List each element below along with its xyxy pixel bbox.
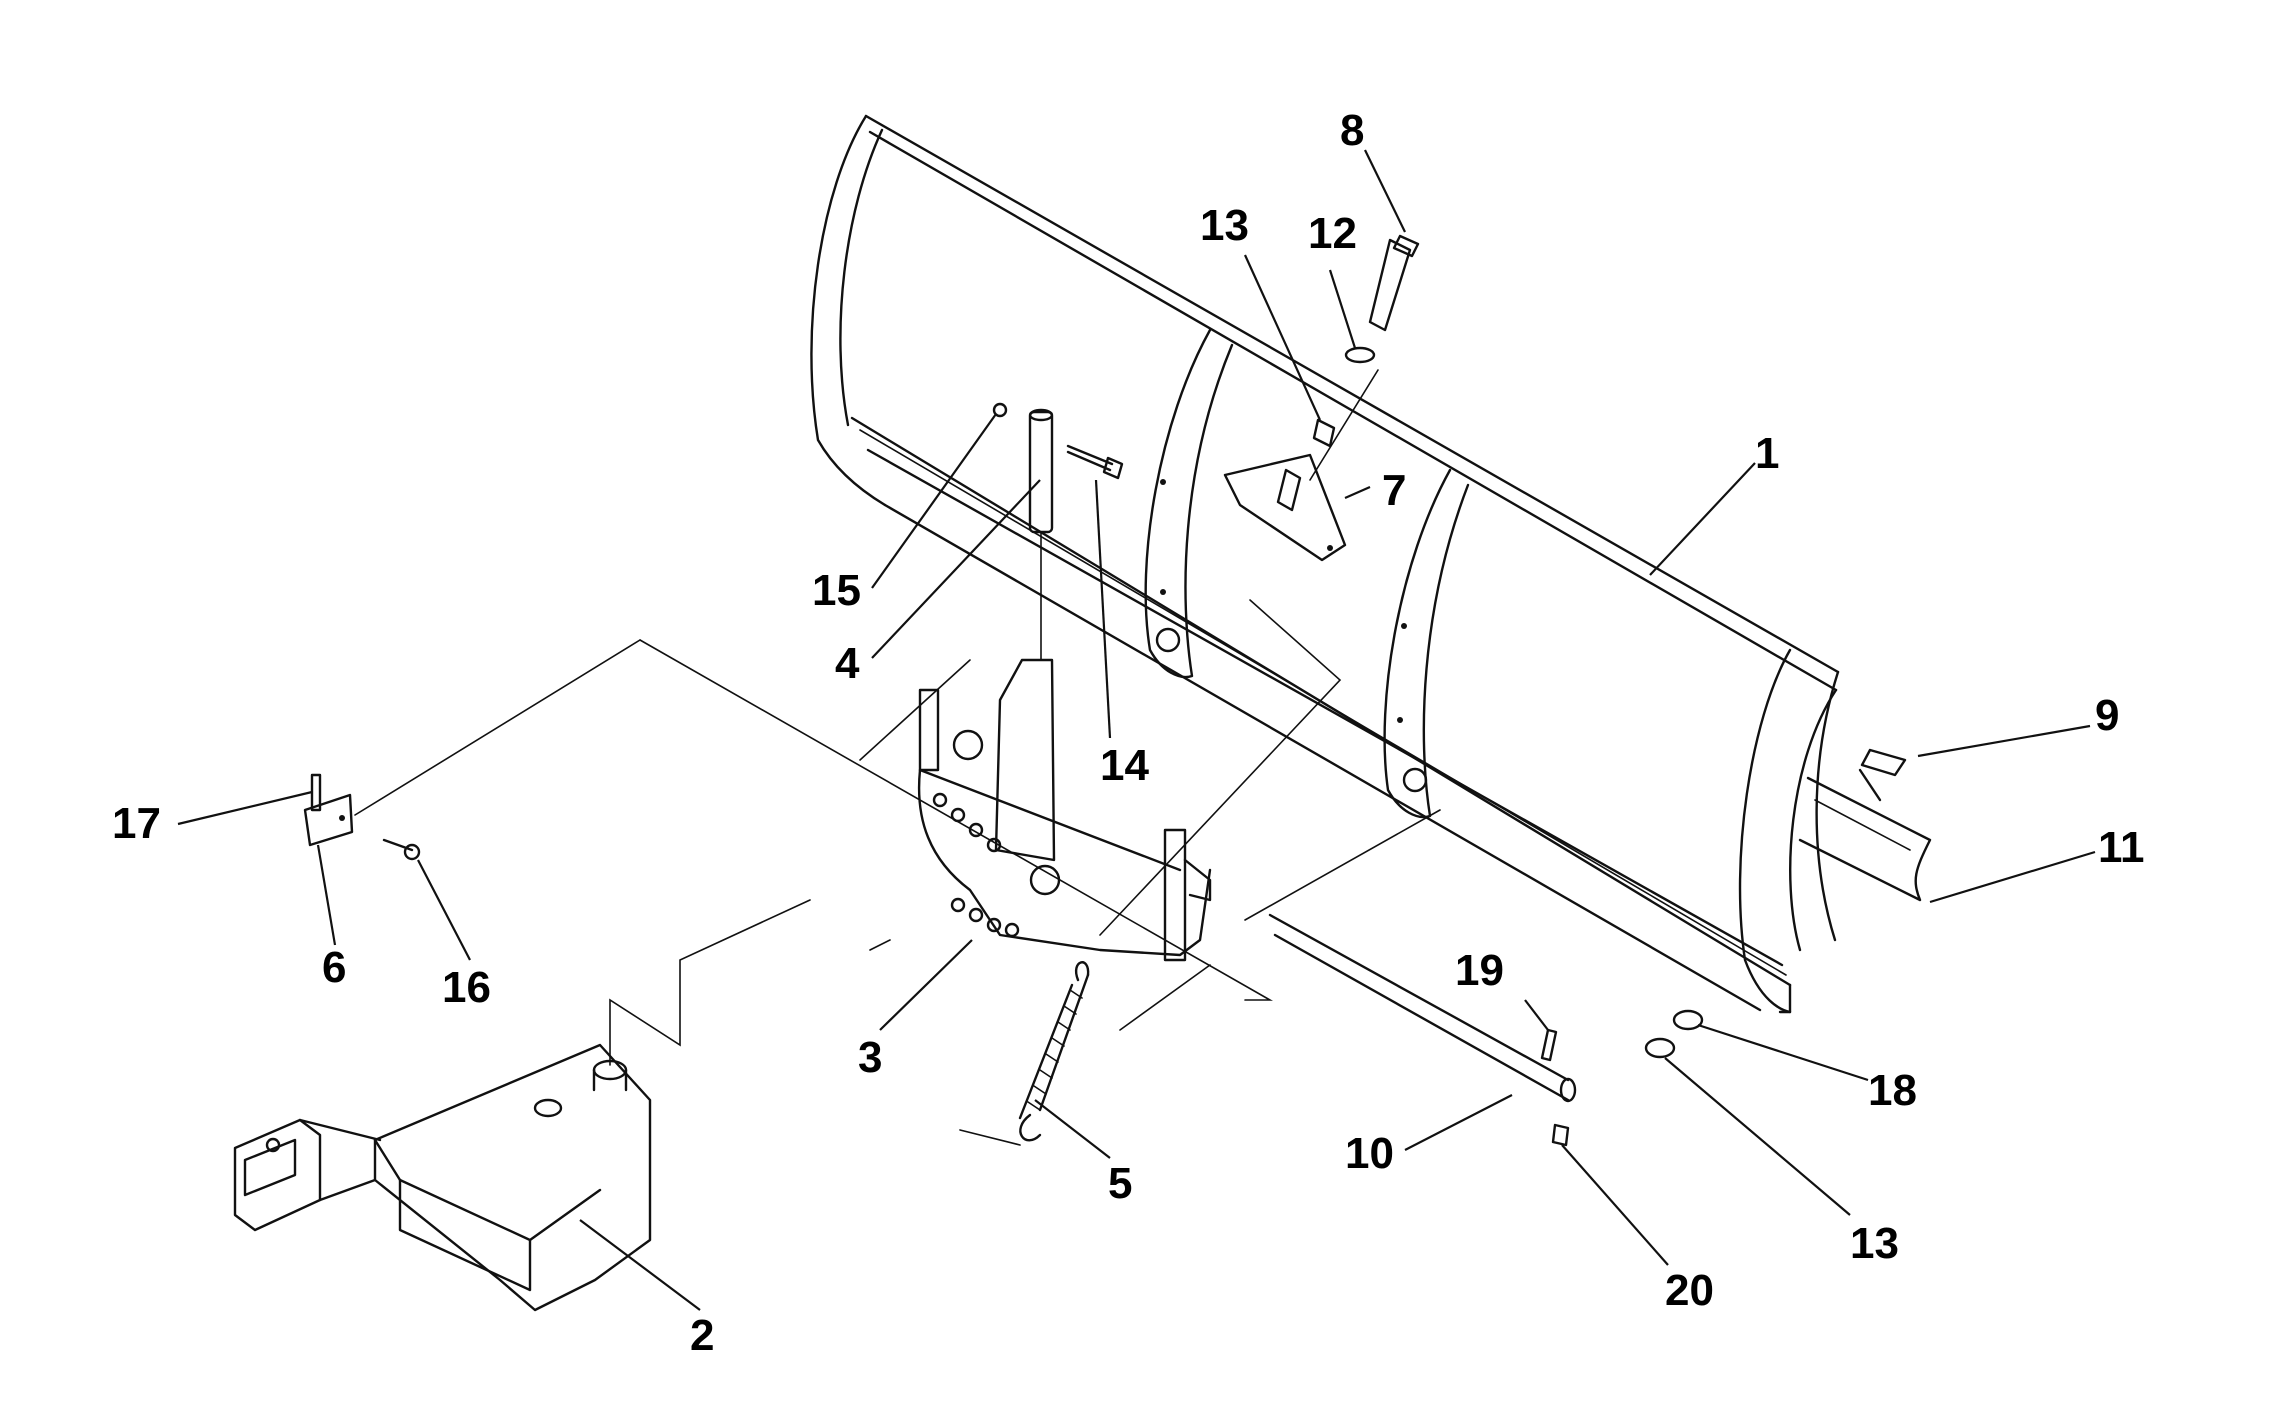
callout-11: 11 xyxy=(2098,823,2145,872)
shoe-bolt-hardware xyxy=(1644,748,1907,1059)
callout-5: 5 xyxy=(1108,1159,1132,1208)
callout-13-bottom: 13 xyxy=(1850,1219,1899,1268)
callout-7: 7 xyxy=(1382,466,1406,515)
callout-1: 1 xyxy=(1755,429,1779,478)
callout-labels: 1 2 3 4 5 6 7 8 9 10 11 12 13 13 14 15 1… xyxy=(112,106,2145,1360)
pivot-plate-hardware xyxy=(1223,234,1420,562)
callout-20: 20 xyxy=(1665,1266,1714,1315)
callout-8: 8 xyxy=(1340,106,1364,155)
callout-13-top: 13 xyxy=(1200,201,1249,250)
callout-14: 14 xyxy=(1100,741,1149,790)
callout-12: 12 xyxy=(1308,209,1357,258)
blade-shoe xyxy=(1798,776,1932,902)
lift-rod-hardware xyxy=(1268,913,1577,1147)
callout-9: 9 xyxy=(2095,691,2119,740)
callout-15: 15 xyxy=(812,566,861,615)
hitch-mount xyxy=(233,1043,652,1312)
assembly-guide-lines xyxy=(354,599,1441,1066)
callout-3: 3 xyxy=(858,1033,882,1082)
callout-16: 16 xyxy=(442,963,491,1012)
callout-17: 17 xyxy=(112,799,161,848)
leader-lines xyxy=(177,149,2096,1311)
callout-4: 4 xyxy=(835,639,860,688)
callout-2: 2 xyxy=(690,1311,714,1360)
callout-6: 6 xyxy=(322,943,346,992)
bracket-hardware xyxy=(303,773,421,861)
pivot-frame xyxy=(917,658,1212,962)
pivot-pin-hardware xyxy=(992,402,1124,661)
callout-10: 10 xyxy=(1345,1129,1394,1178)
callout-18: 18 xyxy=(1868,1066,1917,1115)
spring xyxy=(959,961,1090,1146)
callout-19: 19 xyxy=(1455,946,1504,995)
